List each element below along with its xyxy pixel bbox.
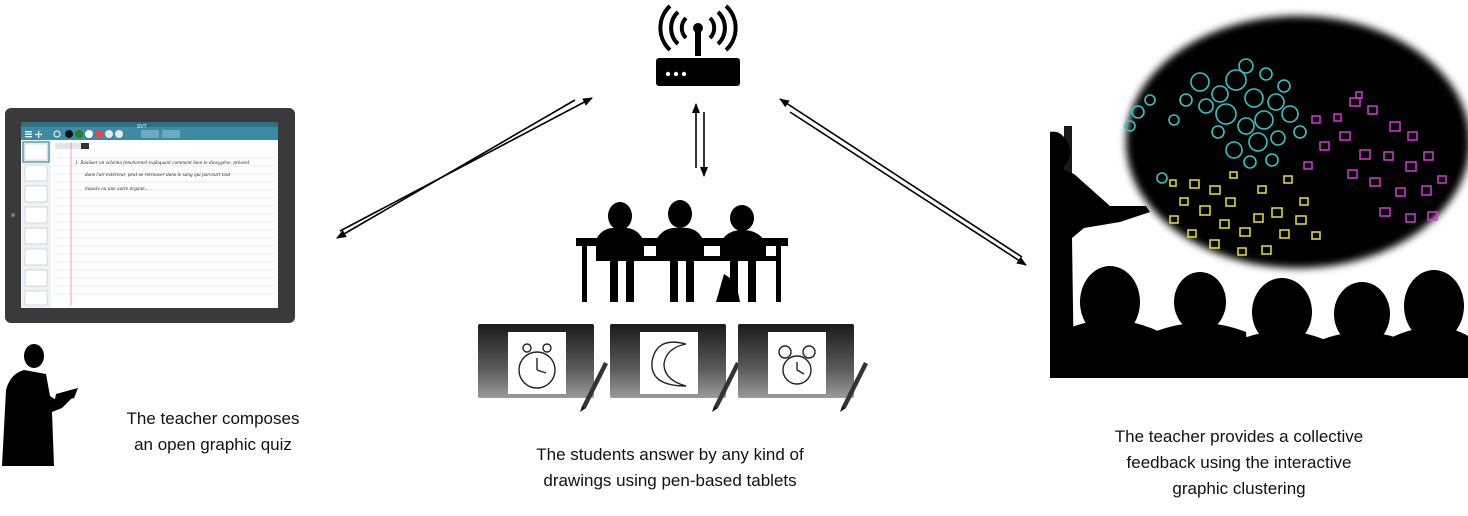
student-tablet xyxy=(610,324,744,414)
magenta-cluster xyxy=(1303,91,1447,223)
caption-teacher-composes: The teacher composes an open graphic qui… xyxy=(126,409,300,454)
audience-silhouettes xyxy=(1050,266,1468,378)
svg-text:SVT: SVT xyxy=(137,124,147,130)
caption-teacher-feedback: The teacher provides a collective feedba… xyxy=(1114,427,1364,498)
students-silhouette-icon xyxy=(576,198,788,302)
alarm-clock-drawing xyxy=(778,345,816,385)
handwritten-line: 1. Réaliser un schéma fonctionnel expliq… xyxy=(75,160,250,165)
teacher-tablet: SVT 1. Réa xyxy=(5,108,295,323)
student-tablet xyxy=(738,324,872,414)
projection-clustering-scene xyxy=(1050,2,1468,378)
student-tablet xyxy=(478,324,612,414)
center-bidirectional-arrow xyxy=(692,103,708,177)
handwritten-line: muscle ou une autre organe... xyxy=(85,186,149,191)
alarm-clock-drawing xyxy=(518,343,556,389)
handwritten-line: dans l'air extérieur, peut se retrouver … xyxy=(85,172,231,177)
left-bidirectional-arrow xyxy=(336,97,593,239)
teacher-silhouette-icon xyxy=(0,342,80,466)
cyan-cluster xyxy=(1124,58,1307,184)
wifi-router-icon xyxy=(648,4,748,88)
crescent-moon-drawing xyxy=(651,341,687,387)
yellow-cluster xyxy=(1169,171,1321,256)
right-bidirectional-arrow xyxy=(779,98,1027,266)
caption-students-answer: The students answer by any kind of drawi… xyxy=(536,445,804,490)
